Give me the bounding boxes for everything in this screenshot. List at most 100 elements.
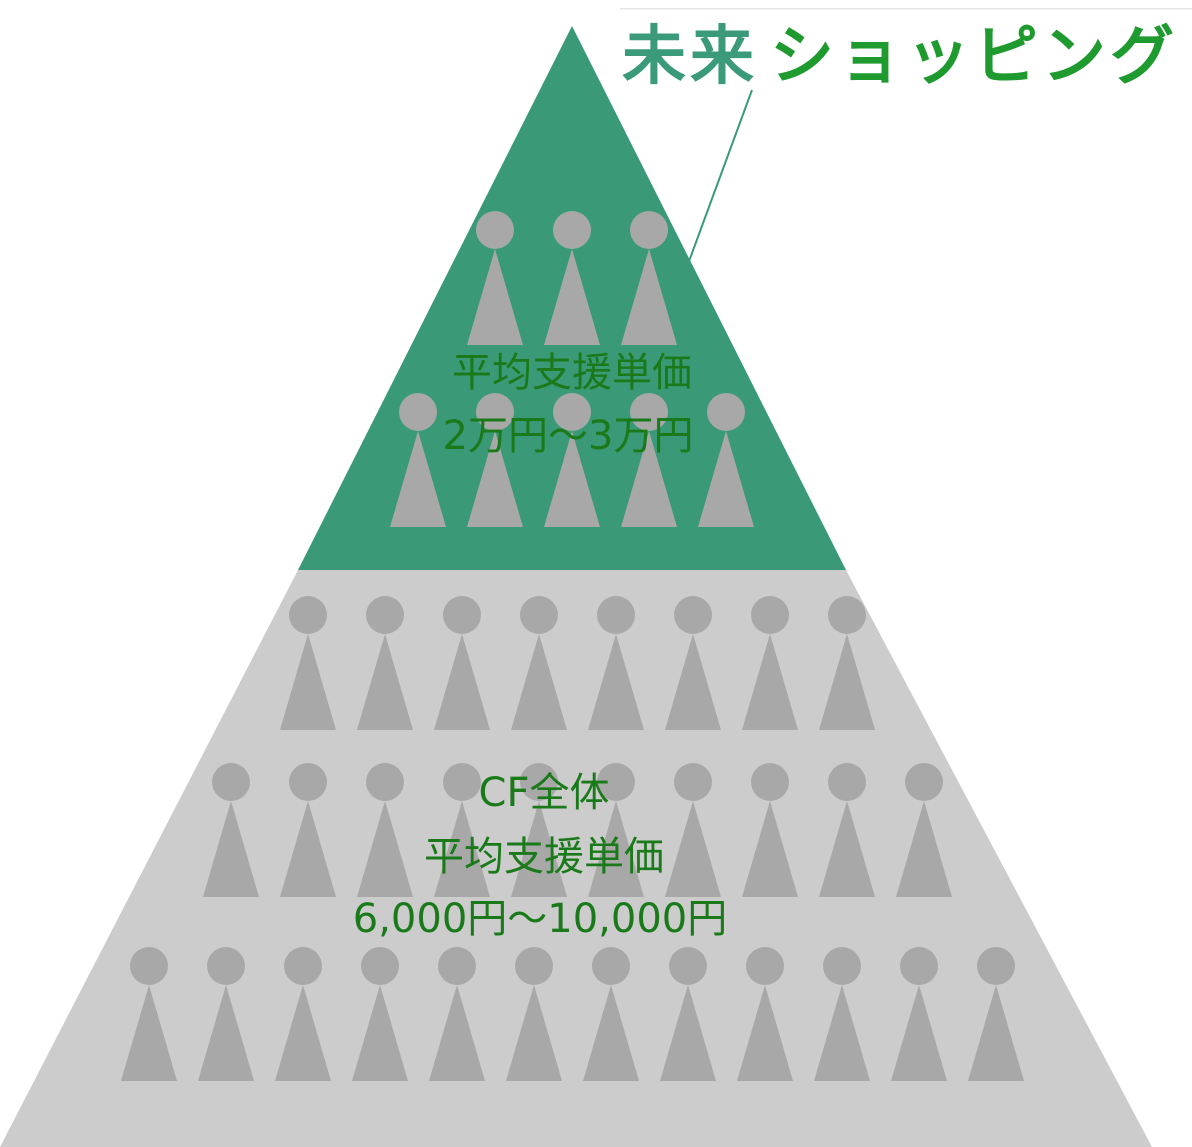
top-tier-label-line2: 2万円〜3万円: [443, 413, 694, 459]
person-icon: [621, 393, 677, 527]
person-body: [665, 801, 721, 897]
top-tier-label-line1: 平均支援単価: [452, 350, 692, 396]
person-body: [660, 985, 716, 1081]
person-body: [434, 801, 490, 897]
person-head: [438, 947, 476, 985]
person-icon: [506, 947, 562, 1081]
person-head: [553, 393, 591, 431]
person-head: [905, 763, 943, 801]
person-body: [968, 985, 1024, 1081]
person-body: [357, 634, 413, 730]
person-icon: [583, 947, 639, 1081]
person-icon: [357, 763, 413, 897]
person-icon: [544, 211, 600, 345]
bottom-tier-label-line1: CF全体: [479, 770, 610, 816]
brand-logo: 未来ショッピング: [622, 20, 1178, 94]
person-body: [891, 985, 947, 1081]
person-icon: [819, 763, 875, 897]
person-icon: [511, 763, 567, 897]
person-body: [352, 985, 408, 1081]
person-body: [203, 801, 259, 897]
person-icon: [588, 763, 644, 897]
person-body: [198, 985, 254, 1081]
person-icon: [467, 211, 523, 345]
person-body: [280, 801, 336, 897]
person-icon: [434, 763, 490, 897]
person-head: [977, 947, 1015, 985]
person-body: [742, 801, 798, 897]
person-body: [621, 249, 677, 345]
person-head: [592, 947, 630, 985]
person-head: [597, 763, 635, 801]
brand-underline: [620, 8, 1192, 10]
person-icon: [280, 596, 336, 730]
person-head: [361, 947, 399, 985]
person-head: [289, 763, 327, 801]
person-head: [900, 947, 938, 985]
person-body: [280, 634, 336, 730]
person-head: [597, 596, 635, 634]
bottom-tier-people: [121, 596, 1024, 1081]
person-body: [583, 985, 639, 1081]
person-icon: [742, 763, 798, 897]
person-head: [476, 211, 514, 249]
person-body: [467, 431, 523, 527]
person-body: [429, 985, 485, 1081]
person-body: [588, 634, 644, 730]
person-icon: [819, 596, 875, 730]
person-head: [828, 763, 866, 801]
person-head: [289, 596, 327, 634]
person-icon: [968, 947, 1024, 1081]
person-body: [819, 634, 875, 730]
person-body: [819, 801, 875, 897]
person-body: [896, 801, 952, 897]
person-body: [511, 801, 567, 897]
callout-line: [687, 89, 753, 265]
person-icon: [891, 947, 947, 1081]
person-head: [751, 596, 789, 634]
person-icon: [275, 947, 331, 1081]
person-icon: [896, 763, 952, 897]
person-body: [275, 985, 331, 1081]
person-body: [737, 985, 793, 1081]
person-head: [476, 393, 514, 431]
person-icon: [280, 763, 336, 897]
person-icon: [621, 211, 677, 345]
person-head: [707, 393, 745, 431]
person-head: [399, 393, 437, 431]
person-icon: [357, 596, 413, 730]
person-body: [434, 634, 490, 730]
person-icon: [665, 596, 721, 730]
person-head: [823, 947, 861, 985]
person-icon: [511, 596, 567, 730]
person-body: [121, 985, 177, 1081]
brand-part1: 未来: [622, 20, 758, 94]
person-icon: [544, 393, 600, 527]
person-head: [828, 596, 866, 634]
brand-part2: ショッピング: [770, 20, 1178, 94]
person-icon: [121, 947, 177, 1081]
person-body: [544, 431, 600, 527]
person-icon: [434, 596, 490, 730]
person-head: [630, 211, 668, 249]
person-icon: [742, 596, 798, 730]
person-icon: [737, 947, 793, 1081]
person-icon: [660, 947, 716, 1081]
person-body: [588, 801, 644, 897]
person-head: [674, 763, 712, 801]
person-body: [506, 985, 562, 1081]
person-head: [630, 393, 668, 431]
person-head: [669, 947, 707, 985]
bottom-tier-label-line3: 6,000円〜10,000円: [353, 896, 727, 942]
person-head: [751, 763, 789, 801]
person-icon: [588, 596, 644, 730]
person-head: [366, 596, 404, 634]
person-head: [746, 947, 784, 985]
person-head: [130, 947, 168, 985]
person-head: [520, 596, 558, 634]
person-head: [443, 596, 481, 634]
person-body: [698, 431, 754, 527]
person-head: [520, 763, 558, 801]
person-head: [284, 947, 322, 985]
